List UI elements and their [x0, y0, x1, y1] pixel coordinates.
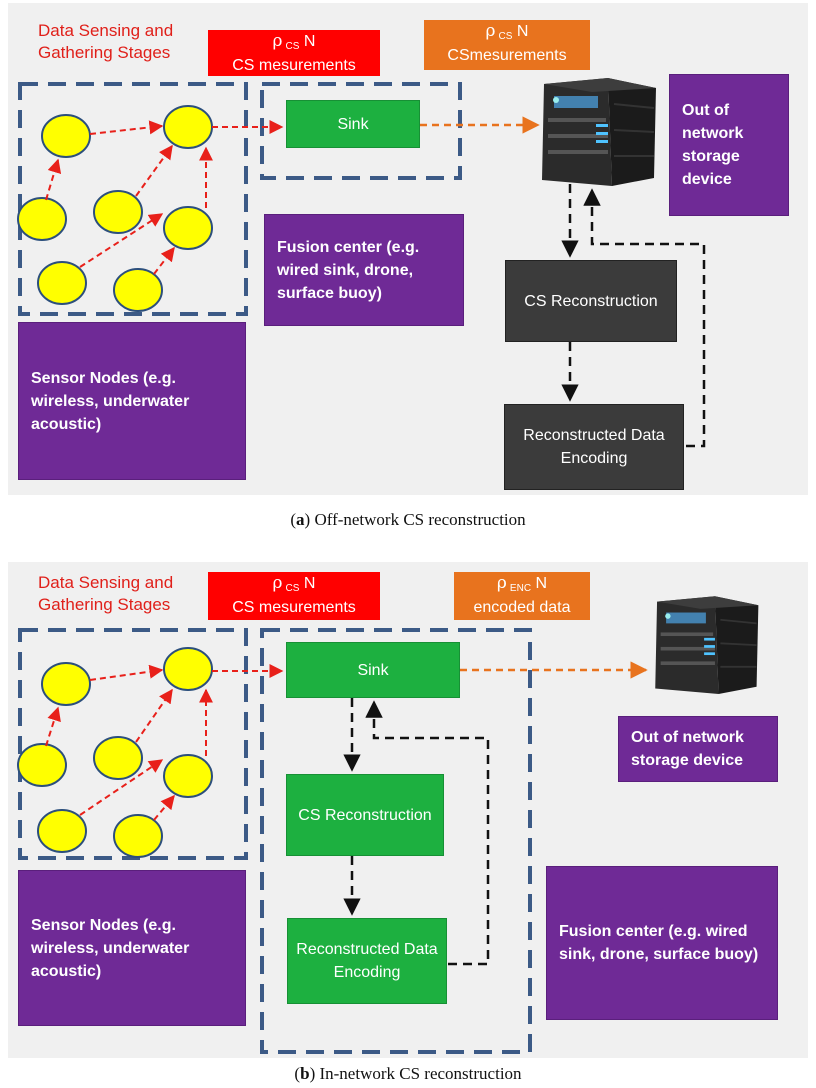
fusion-center-box-b: Fusion center (e.g. wired sink, drone, s… [546, 866, 778, 1020]
stages-title-line1: Data Sensing and [38, 21, 174, 40]
rho-subscript: ENC [509, 583, 532, 594]
sink-box-b: Sink [286, 642, 460, 698]
stages-title-line2: Gathering Stages [38, 43, 171, 62]
stages-title-b: Data Sensing and Gathering Stages [38, 572, 173, 616]
caption-a: (a) Off-network CS reconstruction [290, 510, 526, 529]
sensor-label: Sensor Nodes (e.g. wireless, underwater … [31, 369, 190, 433]
storage-server-icon [542, 78, 656, 186]
caption-b: (b) In-network CS reconstruction [294, 1064, 522, 1083]
storage-label: Out of network storage device [631, 729, 744, 769]
sensor-nodes-box-b: Sensor Nodes (e.g. wireless, underwater … [18, 870, 246, 1026]
fusion-center-box-a: Fusion center (e.g. wired sink, drone, s… [264, 214, 464, 326]
encoding-label: Reconstructed Data Encoding [523, 427, 665, 467]
rho-symbol: ρ [272, 31, 283, 51]
tag-text: CSmesurements [447, 47, 567, 64]
rho-subscript: CS [285, 583, 300, 594]
sink-label: Sink [337, 115, 369, 133]
rho-subscript: CS [498, 31, 513, 42]
caption-text: Off-network CS reconstruction [314, 510, 526, 529]
caption-text: In-network CS reconstruction [319, 1064, 522, 1083]
rho-suffix: N [303, 33, 316, 50]
cs-recon-label: CS Reconstruction [298, 806, 432, 824]
storage-server-icon [655, 596, 759, 694]
rho-subscript: CS [285, 41, 300, 52]
rho-suffix: N [535, 575, 548, 592]
stages-title-a: Data Sensing and Gathering Stages [38, 20, 173, 64]
storage-device-box-b: Out of network storage device [618, 716, 778, 782]
sink-box-a: Sink [286, 100, 420, 148]
rho-symbol: ρ [272, 573, 283, 593]
tag-text: CS mesurements [232, 57, 356, 74]
encoding-box-b: Reconstructed Data Encoding [287, 918, 447, 1004]
encoding-label: Reconstructed Data Encoding [296, 941, 438, 981]
cs-reconstruction-box-a: CS Reconstruction [505, 260, 677, 342]
rho-suffix: N [516, 23, 529, 40]
storage-device-box-a: Out of network storage device [669, 74, 789, 216]
storage-label: Out of network storage device [682, 102, 744, 188]
rho-symbol: ρ [496, 573, 507, 593]
sensor-label: Sensor Nodes (e.g. wireless, underwater … [31, 916, 190, 980]
encoding-box-a: Reconstructed Data Encoding [504, 404, 684, 490]
cs-recon-label: CS Reconstruction [524, 292, 658, 310]
sink-label: Sink [357, 661, 389, 679]
stages-title-line2: Gathering Stages [38, 595, 171, 614]
caption-letter: a [296, 510, 305, 529]
sensor-nodes-box-a: Sensor Nodes (e.g. wireless, underwater … [18, 322, 246, 480]
fusion-label: Fusion center (e.g. wired sink, drone, s… [277, 238, 420, 302]
tag-text: CS mesurements [232, 599, 356, 616]
caption-letter: b [300, 1064, 310, 1083]
fusion-label: Fusion center (e.g. wired sink, drone, s… [559, 923, 759, 963]
tag-text: encoded data [473, 599, 571, 616]
stages-title-line1: Data Sensing and [38, 573, 174, 592]
rho-symbol: ρ [485, 21, 496, 41]
rho-suffix: N [303, 575, 316, 592]
cs-reconstruction-box-b: CS Reconstruction [286, 774, 444, 856]
